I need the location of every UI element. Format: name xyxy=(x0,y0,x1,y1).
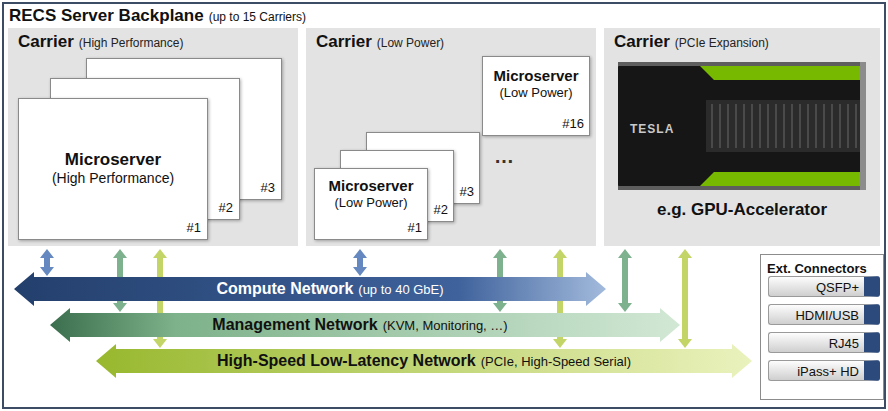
text-slot: #16 xyxy=(562,113,584,132)
node-text: (Low Power) xyxy=(328,195,413,211)
text-slot: HDMI/USB xyxy=(795,305,859,324)
node-text: Microserver xyxy=(328,177,413,195)
text-slot: iPass+ HD xyxy=(797,361,859,380)
carrier-box: Carrier(High Performance)Microserver(Hig… xyxy=(8,28,298,246)
node-text: (PCIe Expansion) xyxy=(675,36,769,50)
text-slot: #2 xyxy=(434,199,448,218)
network-link xyxy=(678,249,692,348)
connector-item: iPass+ HD xyxy=(768,360,880,381)
connector-item: HDMI/USB xyxy=(768,304,880,325)
node-text: #2 xyxy=(219,200,233,215)
node-text: #1 xyxy=(408,220,422,235)
carrier-box: Carrier(Low Power)Microserver(Low Power)… xyxy=(306,28,596,246)
node-text: #16 xyxy=(562,116,584,131)
gpu-accent xyxy=(700,172,860,186)
text-slot: RJ45 xyxy=(829,333,859,352)
text-slot: #1 xyxy=(187,217,201,236)
node-text: iPass+ HD xyxy=(797,364,859,379)
node-text: Carrier xyxy=(316,32,372,51)
node-text: (High Performance) xyxy=(52,171,174,188)
microserver-box: Microserver(Low Power) #16 xyxy=(482,56,590,136)
text-slot: #3 xyxy=(460,181,474,200)
band-shape xyxy=(96,344,752,378)
text-slot: Carrier (Low Power) xyxy=(316,32,444,52)
node-text: (up to 15 Carriers) xyxy=(209,10,306,24)
node-text: #2 xyxy=(434,202,448,217)
node-text: High-Speed Low-Latency Network xyxy=(217,352,476,369)
gpu-bracket xyxy=(860,62,866,190)
text-slot: #2 xyxy=(219,197,233,216)
text-slot: Microserver(Low Power) xyxy=(328,177,413,211)
node-text: (PCIe, High-Speed Serial) xyxy=(481,354,631,369)
node-text: Carrier xyxy=(18,32,74,51)
node-text: (Low Power) xyxy=(493,85,578,101)
text-slot: Microserver(High Performance) xyxy=(52,150,174,187)
gpu-brand-text: TESLA xyxy=(630,122,674,136)
text-slot: RECS Server Backplane (up to 15 Carriers) xyxy=(9,6,306,26)
network-band: Compute Network (up to 40 GbE) xyxy=(14,272,606,306)
connector-item: QSFP+ xyxy=(768,276,880,297)
gpu-heatsink xyxy=(706,100,860,152)
text-slot: Microserver(Low Power) xyxy=(493,67,578,101)
microserver-box: Microserver(High Performance) #1 xyxy=(18,98,208,240)
node-text: e.g. GPU-Accelerator xyxy=(657,200,827,219)
gpu-brand-text-slot: TESLA xyxy=(630,118,674,137)
node-text: RJ45 xyxy=(829,336,859,351)
node-text: Microserver xyxy=(52,150,174,170)
band-shape xyxy=(14,272,606,306)
node-text: (KVM, Monitoring, …) xyxy=(383,318,508,333)
node-text: #3 xyxy=(261,180,275,195)
node-text: (up to 40 GbE) xyxy=(358,282,443,297)
connector-item: RJ45 xyxy=(768,332,880,353)
connector-panel: Ext. ConnectorsQSFP+ HDMI/USB RJ45 iPass+ H… xyxy=(760,254,884,400)
gpu-edge xyxy=(618,62,866,66)
text-slot: High-Speed Low-Latency Network (PCIe, Hig… xyxy=(217,351,631,370)
network-link xyxy=(40,249,54,276)
node-text: Compute Network xyxy=(216,280,353,297)
text-slot: #3 xyxy=(261,177,275,196)
node-text: #3 xyxy=(460,184,474,199)
node-text: (High Performance) xyxy=(79,36,184,50)
text-slot: Management Network (KVM, Monitoring, …) xyxy=(212,315,507,334)
network-link xyxy=(353,249,367,276)
gpu-edge xyxy=(618,186,866,190)
network-band: High-Speed Low-Latency Network (PCIe, Hig… xyxy=(96,344,752,378)
text-slot: Carrier (High Performance) xyxy=(18,32,183,52)
gpu-fins xyxy=(712,104,856,148)
node-text: Management Network xyxy=(212,316,377,333)
node-text: Carrier xyxy=(614,32,670,51)
text-slot: e.g. GPU-Accelerator xyxy=(657,200,827,220)
text-slot: QSFP+ xyxy=(816,277,859,296)
node-text: Ext. Connectors xyxy=(767,261,867,276)
text-slot: Ext. Connectors xyxy=(767,258,867,277)
microserver-box: Microserver(Low Power) #1 xyxy=(314,168,428,240)
network-link xyxy=(618,249,632,312)
node-text: HDMI/USB xyxy=(795,308,859,323)
text-slot: Carrier (PCIe Expansion) xyxy=(614,32,769,52)
node-text: #1 xyxy=(187,220,201,235)
ellipsis-mark: … xyxy=(494,145,514,167)
text-slot: Compute Network (up to 40 GbE) xyxy=(216,279,443,298)
ellipsis-mark-slot: … xyxy=(494,144,514,168)
node-text: RECS Server Backplane xyxy=(9,6,204,25)
band-shape xyxy=(50,308,680,342)
node-text: (Low Power) xyxy=(377,36,444,50)
text-slot: #1 xyxy=(408,217,422,236)
node-text: Microserver xyxy=(493,67,578,85)
gpu-card-body xyxy=(618,62,866,190)
network-band: Management Network (KVM, Monitoring, …) xyxy=(50,308,680,342)
node-text: QSFP+ xyxy=(816,280,859,295)
gpu-accent xyxy=(700,66,860,80)
